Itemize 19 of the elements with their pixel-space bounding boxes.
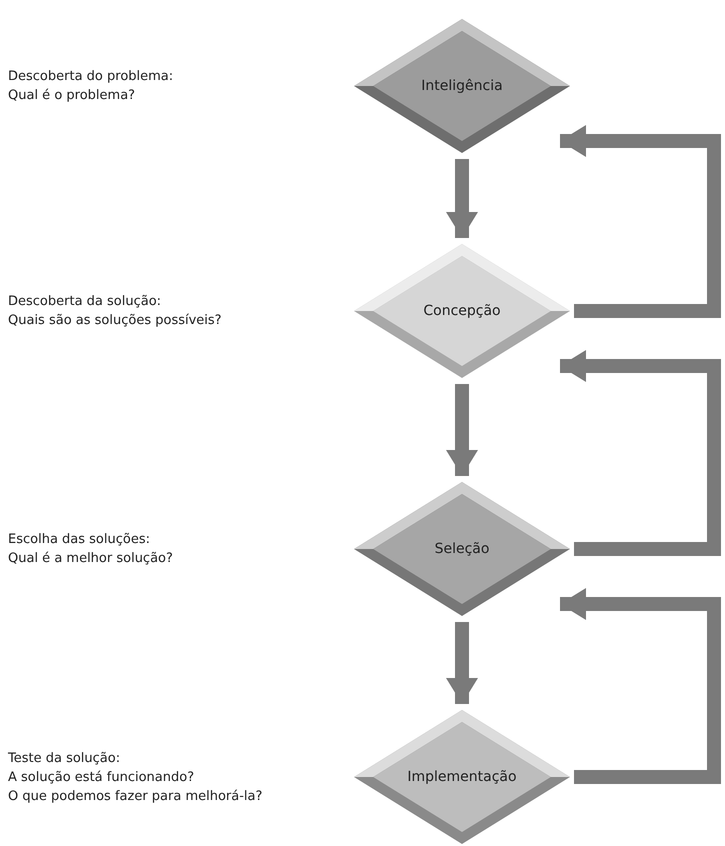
description-text: Descoberta do problema: [8,68,174,86]
arrow [446,159,478,238]
arrow [560,350,721,556]
description-text: O que podemos fazer para melhorá-la? [8,788,262,806]
description-text: A solução está funcionando? [8,768,196,786]
arrow [446,384,478,476]
description-text: Qual é a melhor solução? [8,550,173,568]
stage-label: Concepção [422,303,502,319]
description-text: Teste da solução: [8,750,122,768]
arrow [560,588,721,784]
description-text: Escolha das soluções: [8,531,151,549]
description-text: Quais são as soluções possíveis? [8,312,222,330]
description-text: Descoberta da solução: [8,293,162,311]
description-text: Qual é o problema? [8,87,136,105]
arrow [446,622,478,704]
stage-label: Implementação [406,769,518,785]
stage-label: Inteligência [420,78,504,94]
stage-label: Seleção [434,541,490,557]
arrow [560,125,721,318]
